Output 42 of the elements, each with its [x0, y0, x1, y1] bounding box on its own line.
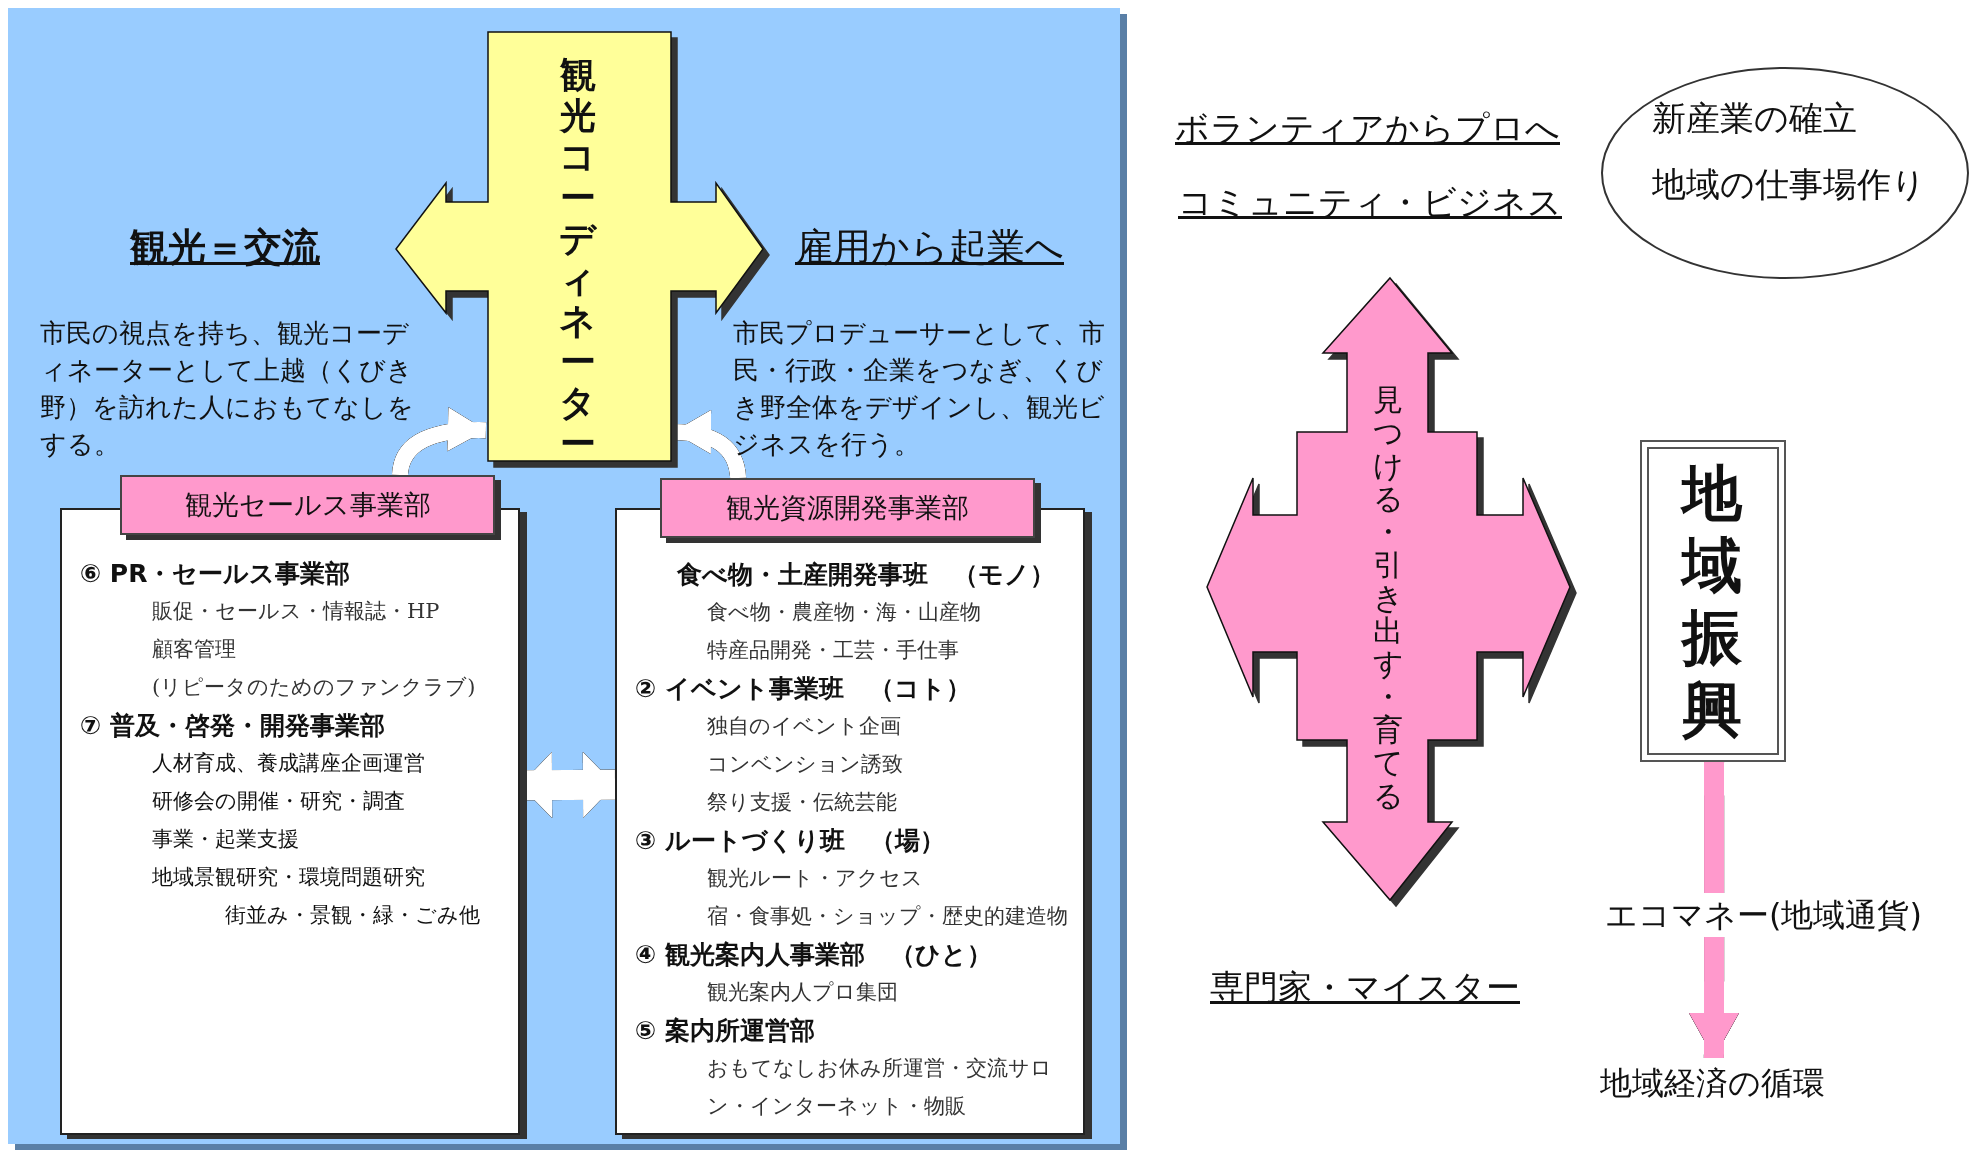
list-item: おもてなしお休み所運営・交流サロン・インターネット・物販 — [706, 1055, 1053, 1120]
arrow — [1689, 937, 1739, 1058]
section-heading: 食べ物・土産開発事班 （モノ） — [676, 559, 1056, 591]
list-item: 地域景観研究・環境問題研究 — [151, 864, 426, 891]
list-item: 顧客管理 — [151, 636, 237, 663]
section-heading: ④ 観光案内人事業部 （ひと） — [634, 939, 993, 971]
connector-bar — [1704, 762, 1725, 893]
list-item: 独自のイベント企画 — [706, 713, 902, 740]
body-text: 新産業の確立 — [1652, 97, 1857, 140]
vertical-title: 地域振興 — [1679, 457, 1744, 745]
section-heading: ⑥ PR・セールス事業部 — [79, 558, 352, 590]
section-heading: ⑦ 普及・啓発・開発事業部 — [79, 710, 386, 742]
section-heading: ② イベント事業班 （コト） — [634, 673, 972, 705]
list-item: 宿・食事処・ショップ・歴史的建造物 — [706, 903, 1069, 930]
list-item: (リピータのためのファンクラブ) — [151, 674, 477, 701]
section-heading: ③ ルートづくり班 （場） — [634, 825, 946, 857]
vertical-text: 見つける・引き出す・育てる — [1371, 383, 1405, 812]
slogan-text: ボランティアからプロへ — [1175, 107, 1560, 150]
vertical-title: 観光コーディネーター — [558, 54, 598, 464]
arrow — [672, 411, 747, 479]
list-item: コンベンション誘致 — [706, 751, 904, 778]
list-item: 販促・セールス・情報誌・HP — [151, 598, 441, 625]
list-item: 人材育成、養成講座企画運営 — [151, 750, 426, 777]
arrow — [392, 408, 486, 476]
list-item: 特産品開発・工芸・手仕事 — [706, 637, 960, 664]
node-text: 地域経済の循環 — [1600, 1063, 1825, 1104]
section-heading: ⑤ 案内所運営部 — [634, 1015, 816, 1047]
heading-text: 観光＝交流 — [130, 224, 320, 271]
list-item: 観光ルート・アクセス — [706, 865, 924, 892]
body-text: 地域の仕事場作り — [1652, 163, 1926, 206]
paragraph-text: 市民プロデューサーとして、市民・行政・企業をつなぎ、くびき野全体をデザインし、観光ビジネスを行う。 — [733, 317, 1105, 461]
list-item: 食べ物・農産物・海・山産物 — [706, 599, 982, 626]
list-item: 観光案内人プロ集団 — [706, 979, 899, 1006]
list-item: 事業・起業支援 — [151, 826, 300, 853]
node-text: エコマネー(地域通貨) — [1605, 895, 1922, 936]
list-item: 祭り支援・伝統芸能 — [706, 789, 898, 816]
list-item: 研修会の開催・研究・調査 — [151, 788, 406, 815]
slogan-text: 専門家・マイスター — [1210, 966, 1520, 1009]
list-item: 街並み・景観・緑・ごみ他 — [224, 902, 481, 929]
paragraph-text: 市民の視点を持ち、観光コーディネーターとして上越（くびき野）を訪れた人におもてなしをする。 — [40, 317, 415, 461]
heading-text: 雇用から起業へ — [795, 224, 1064, 271]
slogan-text: コミュニティ・ビジネス — [1178, 181, 1562, 224]
